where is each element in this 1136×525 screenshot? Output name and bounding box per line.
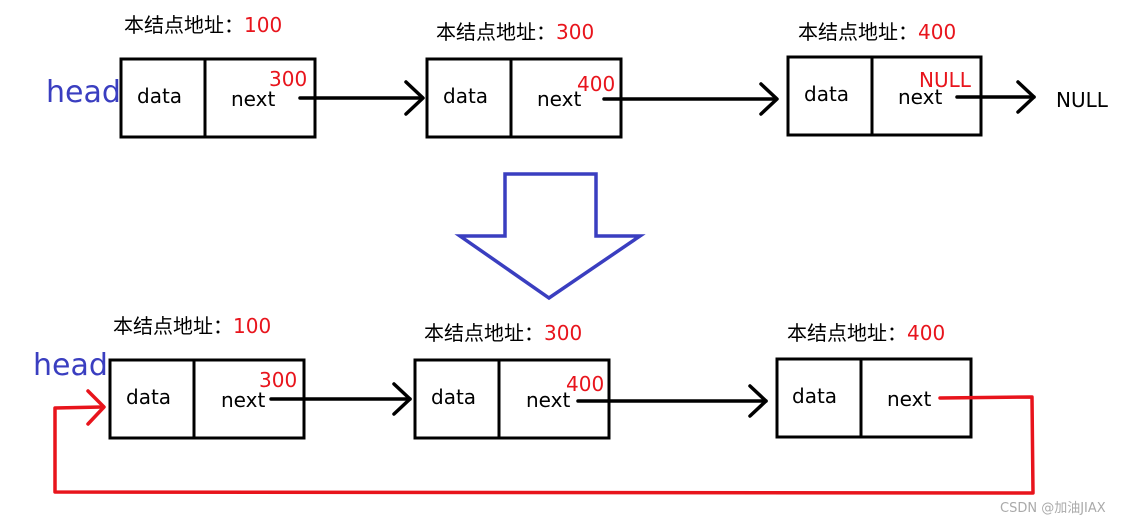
data-field-label: data (792, 384, 837, 408)
next-pointer-value: 300 (269, 67, 307, 91)
address-prefix: 本结点地址： (436, 20, 556, 44)
address-value: 300 (544, 321, 582, 345)
data-field-label: data (431, 385, 476, 409)
address-prefix: 本结点地址： (798, 20, 918, 44)
top-node-2-address: 本结点地址：300 (436, 20, 594, 44)
data-field-label: data (126, 385, 171, 409)
next-field-label: next (537, 87, 581, 111)
top-node-1-address: 本结点地址：100 (124, 13, 282, 37)
bottom-node-2-address: 本结点地址：300 (424, 321, 582, 345)
top-arrow-3-to-null (955, 80, 1036, 114)
next-pointer-value: NULL (919, 68, 972, 92)
next-pointer-value: 400 (577, 72, 615, 96)
address-prefix: 本结点地址： (113, 314, 233, 338)
data-field-label: data (443, 84, 488, 108)
address-value: 100 (233, 314, 271, 338)
loop-back-arrow (53, 389, 1035, 495)
top-node-1: 本结点地址：100 data next 300 (119, 13, 317, 139)
bottom-node-3-address: 本结点地址：400 (787, 321, 945, 345)
address-value: 100 (244, 13, 282, 37)
next-field-label: next (887, 387, 931, 411)
next-pointer-value: 300 (259, 368, 297, 392)
next-field-label: next (231, 87, 275, 111)
top-head-label: head (46, 75, 121, 110)
top-node-3-address: 本结点地址：400 (798, 20, 956, 44)
bottom-node-3: 本结点地址：400 data next (775, 321, 973, 439)
address-prefix: 本结点地址： (424, 321, 544, 345)
address-prefix: 本结点地址： (124, 13, 244, 37)
top-node-3: 本结点地址：400 data next NULL (786, 20, 983, 137)
bottom-node-2: 本结点地址：300 data next 400 (413, 321, 611, 440)
top-list: head 本结点地址：100 data next 300 本结点地址：300 d… (46, 13, 1109, 139)
address-value: 400 (907, 321, 945, 345)
next-field-label: next (221, 388, 265, 412)
bottom-node-1-address: 本结点地址：100 (113, 314, 271, 338)
next-field-label: next (526, 388, 570, 412)
next-field-label: next (898, 85, 942, 109)
address-prefix: 本结点地址： (787, 321, 907, 345)
data-field-label: data (137, 84, 182, 108)
top-arrow-1-to-2 (298, 80, 425, 116)
bottom-arrow-2-to-3 (576, 384, 768, 418)
top-arrow-2-to-3 (602, 82, 779, 116)
data-field-label: data (804, 82, 849, 106)
top-node-2: 本结点地址：300 data next 400 (425, 20, 623, 139)
transform-down-arrow (454, 172, 646, 301)
bottom-list: head 本结点地址：100 data next 300 本结点地址：300 d… (33, 314, 1035, 495)
bottom-node-1: 本结点地址：100 data next 300 (108, 314, 306, 440)
bottom-head-label: head (33, 348, 108, 383)
address-value: 400 (918, 20, 956, 44)
top-null-target: NULL (1056, 88, 1109, 112)
watermark: CSDN @加油JIAX (1000, 501, 1106, 516)
node-box (413, 358, 611, 440)
bottom-arrow-1-to-2 (269, 382, 412, 416)
next-pointer-value: 400 (566, 372, 604, 396)
address-value: 300 (556, 20, 594, 44)
